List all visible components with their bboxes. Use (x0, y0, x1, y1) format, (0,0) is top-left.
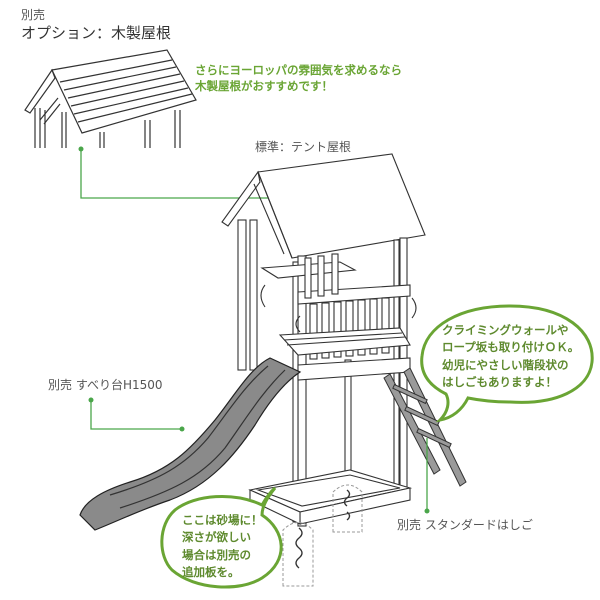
standard-roof-label: 標準：テント屋根 (255, 140, 352, 154)
sandbox-line-2: 深さが欲しい (182, 530, 251, 545)
option-title: オプション：木製屋根 (21, 24, 172, 42)
climbing-line-1: クライミングウォールや (442, 323, 569, 337)
option-prefix: 別売 (21, 8, 46, 22)
sandbox-speech-bubble (160, 486, 283, 589)
climbing-line-2: ロープ坂も取り付けＯＫ。 (442, 340, 580, 355)
slide-label: 別売 すべり台H1500 (48, 378, 163, 392)
climbing-line-3: 幼児にやさしい階段状の (442, 357, 569, 372)
climbing-line-4: はしごもありますよ！ (442, 374, 557, 389)
ladder-label: 別売 スタンダードはしご (397, 518, 533, 532)
wood-roof-note-line1: さらにヨーロッパの雰囲気を求めるなら (195, 63, 402, 77)
ground-anchors (282, 484, 363, 587)
ladder-illustration (383, 367, 467, 487)
sandbox-line-1: ここは砂場に！ (182, 513, 263, 527)
sandbox-bubble-text: ここは砂場に！ 深さが欲しい 場合は別売の 追加板を。 (182, 512, 263, 581)
wooden-roof-illustration (24, 49, 197, 148)
sandbox-line-4: 追加板を。 (182, 564, 240, 579)
leader-line-roof (80, 149, 298, 199)
slide-illustration (79, 357, 302, 531)
tower-illustration (221, 153, 426, 527)
wood-roof-note-line2: 木製屋根がおすすめです！ (195, 79, 333, 93)
climbing-speech-bubble (420, 304, 594, 423)
climbing-bubble-text: クライミングウォールや ロープ坂も取り付けＯＫ。 幼児にやさしい階段状の はしご… (442, 322, 579, 391)
sandbox-line-3: 場合は別売の (182, 547, 251, 562)
